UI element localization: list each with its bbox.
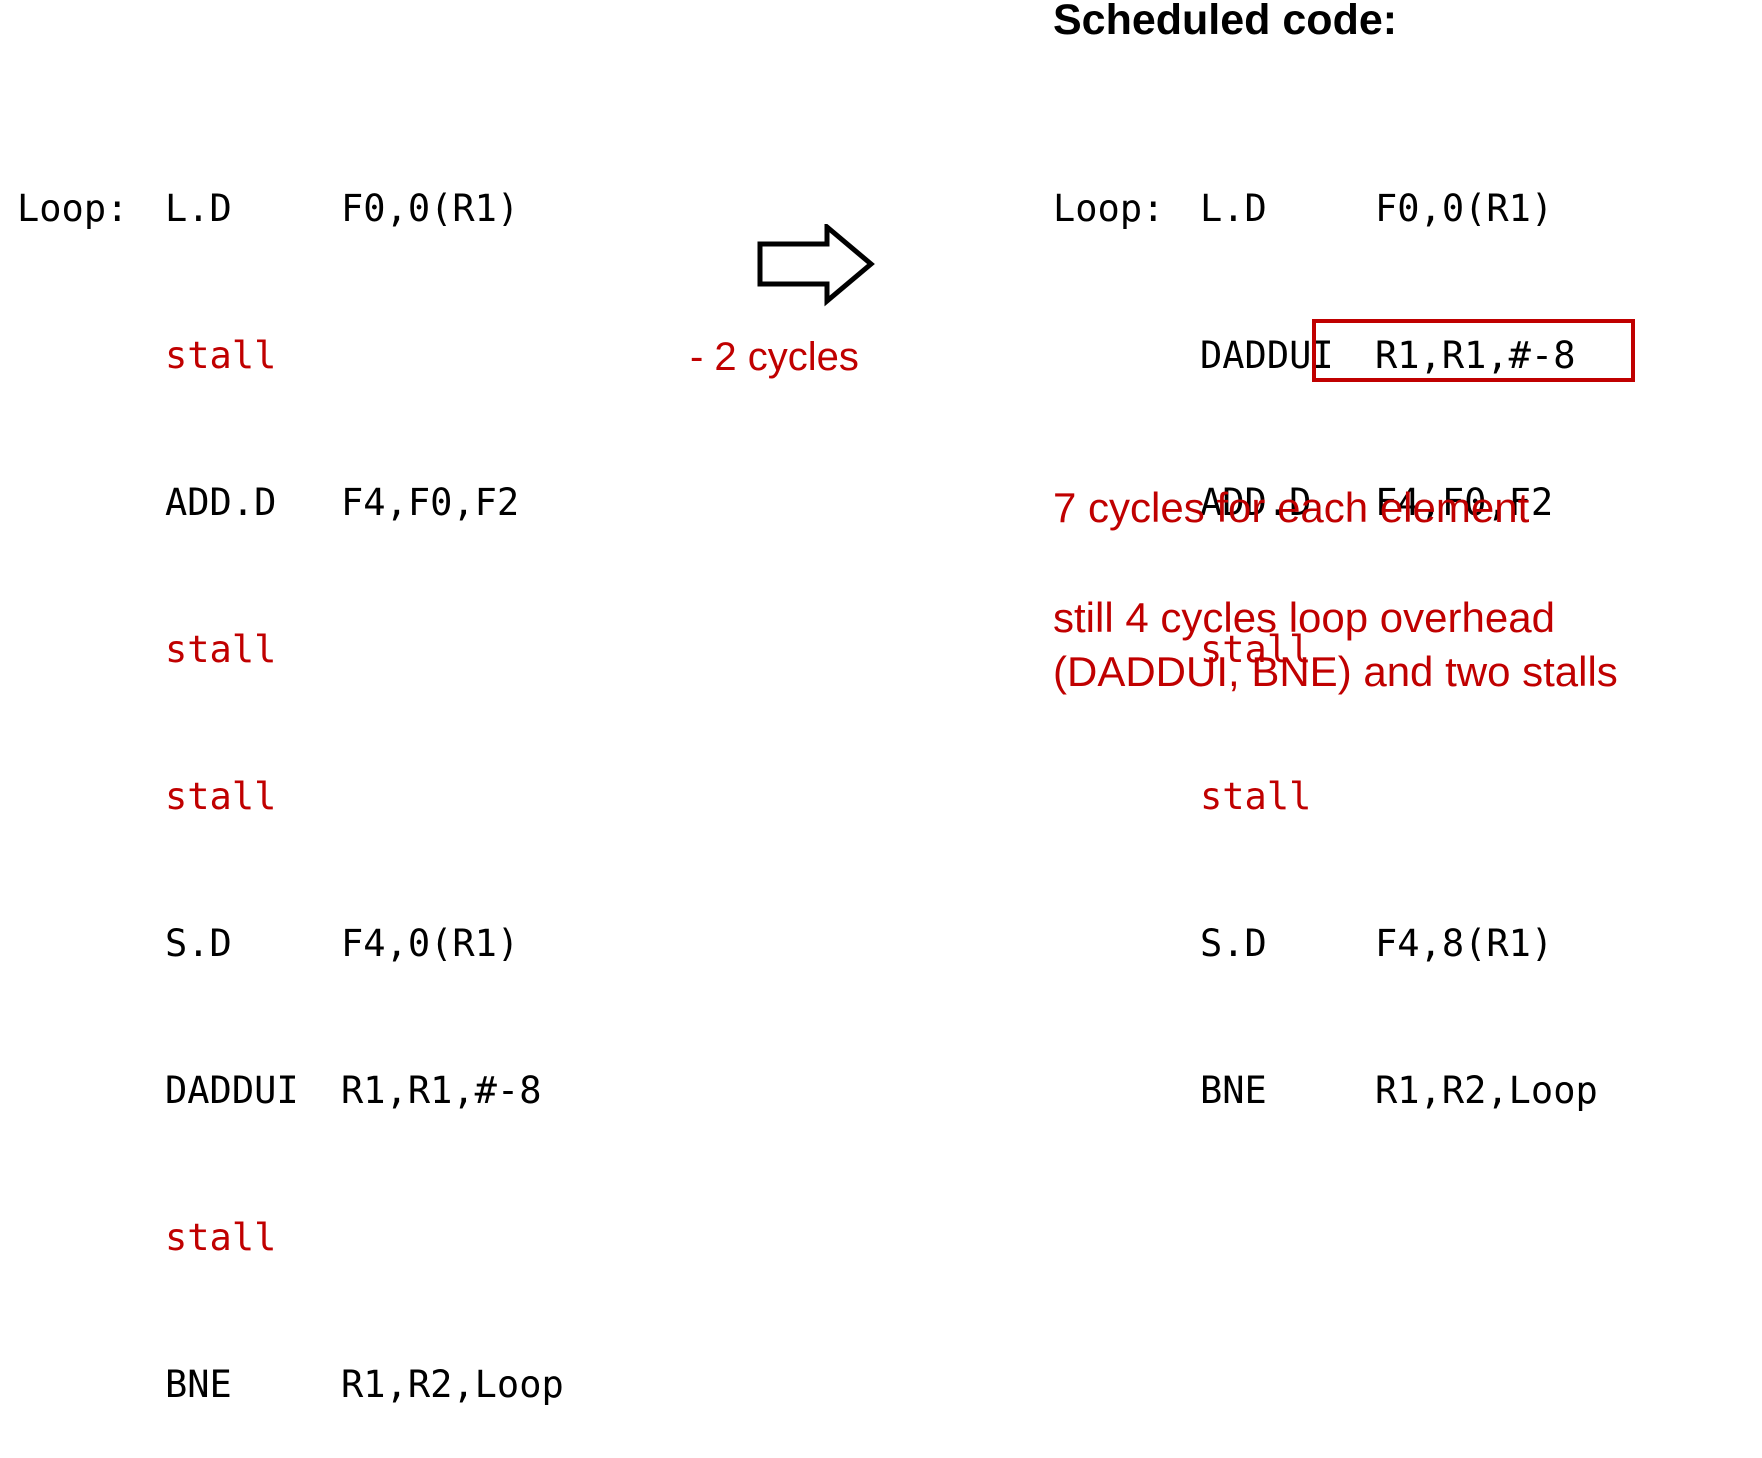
- stall-line: stall: [1200, 775, 1312, 818]
- operands: R1,R1,#-8: [1375, 334, 1576, 377]
- code-line: stall: [17, 1213, 617, 1262]
- operands: F4,8(R1): [1375, 922, 1554, 965]
- operands: R1,R1,#-8: [341, 1069, 542, 1112]
- code-line: Loop: L.D F0,0(R1): [1053, 184, 1703, 233]
- code-line: stall: [17, 772, 617, 821]
- opcode: BNE: [1200, 1069, 1267, 1112]
- stall-line: stall: [165, 1216, 277, 1259]
- opcode: S.D: [1200, 922, 1267, 965]
- opcode: BNE: [165, 1363, 232, 1406]
- code-line: Loop: L.D F0,0(R1): [17, 184, 617, 233]
- code-line: stall: [17, 331, 617, 380]
- opcode: DADDUI: [165, 1069, 299, 1112]
- right-arrow-icon: [757, 221, 877, 313]
- code-line: stall: [1053, 772, 1703, 821]
- operands: R1,R2,Loop: [1375, 1069, 1598, 1112]
- code-line: ADD.D F4,F0,F2: [1053, 478, 1703, 527]
- code-line: BNE R1,R2,Loop: [1053, 1066, 1703, 1115]
- code-line: S.D F4,0(R1): [17, 919, 617, 968]
- opcode: ADD.D: [165, 481, 277, 524]
- cycles-saved-caption: - 2 cycles: [690, 335, 859, 379]
- operands: F0,0(R1): [1375, 187, 1554, 230]
- overhead-note-line1: still 4 cycles loop overhead: [1053, 594, 1555, 641]
- code-line: BNE R1,R2,Loop: [17, 1360, 617, 1409]
- opcode: S.D: [165, 922, 232, 965]
- opcode: ADD.D: [1200, 481, 1312, 524]
- opcode: L.D: [165, 187, 232, 230]
- unscheduled-code-block: Loop: L.D F0,0(R1) stall ADD.D F4,F0,F2 sta…: [17, 86, 617, 1406]
- stall-line: stall: [165, 775, 277, 818]
- operands: F0,0(R1): [341, 187, 520, 230]
- stall-line: stall: [165, 334, 277, 377]
- code-line: stall: [17, 625, 617, 674]
- cycles-per-element-note: 7 cycles for each element: [1053, 484, 1530, 531]
- loop-label: Loop:: [1053, 187, 1165, 230]
- code-line: DADDUI R1,R1,#-8: [17, 1066, 617, 1115]
- opcode: L.D: [1200, 187, 1267, 230]
- code-line: stall: [1053, 625, 1703, 674]
- operands: F4,F0,F2: [1375, 481, 1554, 524]
- overhead-note-line2: (DADDUI, BNE) and two stalls: [1053, 648, 1618, 695]
- scheduled-code-block: Loop: L.D F0,0(R1) DADDUI R1,R1,#-8 ADD.D F4…: [1053, 86, 1703, 1112]
- stall-line: stall: [1200, 628, 1312, 671]
- code-line: DADDUI R1,R1,#-8: [1053, 331, 1703, 380]
- operands: F4,0(R1): [341, 922, 520, 965]
- stall-line: stall: [165, 628, 277, 671]
- code-line: ADD.D F4,F0,F2: [17, 478, 617, 527]
- offset-highlight-box: [1312, 319, 1635, 382]
- opcode: DADDUI: [1200, 334, 1334, 377]
- code-line: S.D F4,8(R1): [1053, 919, 1703, 968]
- loop-label: Loop:: [17, 187, 129, 230]
- scheduled-code-title: Scheduled code:: [1053, 0, 1398, 44]
- operands: F4,F0,F2: [341, 481, 520, 524]
- operands: R1,R2,Loop: [341, 1363, 564, 1406]
